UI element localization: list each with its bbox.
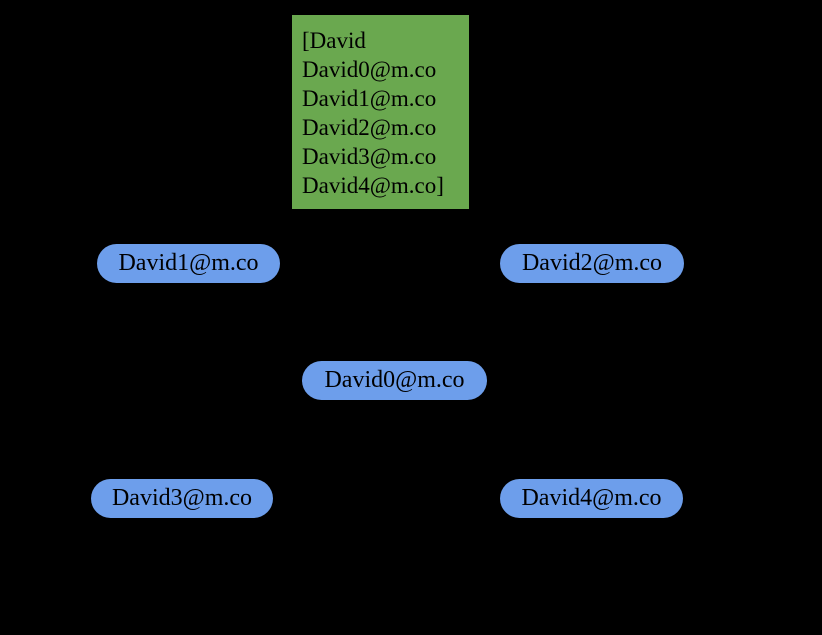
email-list-line: David0@m.co [302,57,437,82]
email-list-line: David1@m.co [302,86,437,111]
node-david2[interactable]: David2@m.co [500,244,684,283]
node-david0[interactable]: David0@m.co [302,361,487,400]
node-david1[interactable]: David1@m.co [97,244,280,283]
node-david4[interactable]: David4@m.co [500,479,683,518]
email-list-line: David2@m.co [302,115,437,140]
email-list-line: [David [302,28,366,53]
node-david3[interactable]: David3@m.co [91,479,273,518]
email-list-box: [David David0@m.co David1@m.co David2@m.… [292,15,469,209]
email-list-line: David4@m.co] [302,173,444,198]
email-list-line: David3@m.co [302,144,437,169]
